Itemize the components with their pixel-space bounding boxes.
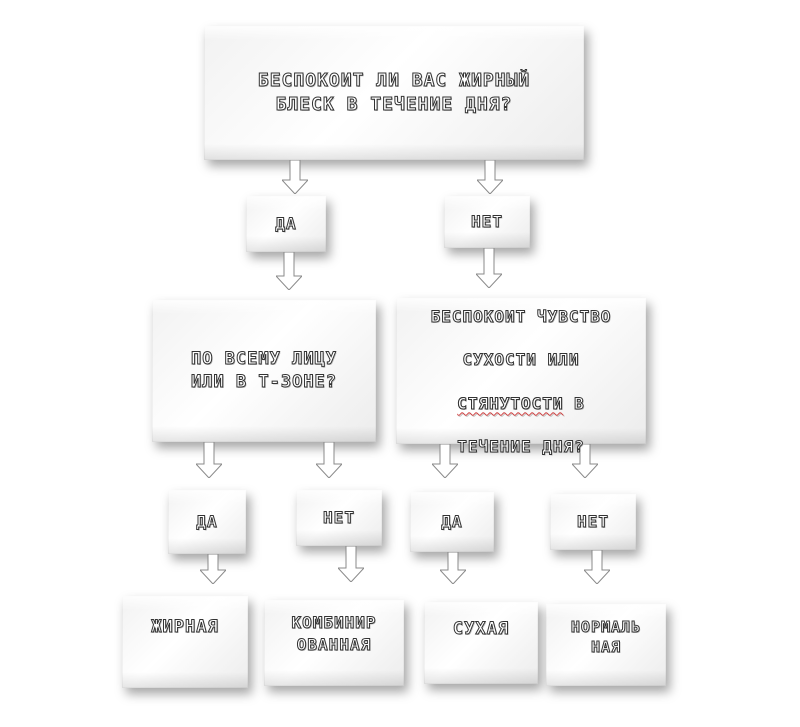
arrow-down-icon	[282, 160, 308, 194]
answer-no-oily-text: НЕТ	[471, 212, 503, 232]
arrow-down-icon	[338, 546, 364, 582]
result-dry-skin: СУХАЯ	[424, 602, 538, 684]
question-dryness-text: БЕСПОКОИТ ЧУВСТВО СУХОСТИ ИЛИ СТЯНУТОСТИ…	[430, 285, 612, 458]
answer-yes-zone-text: ДА	[196, 512, 218, 532]
arrow-down-icon	[432, 444, 458, 478]
answer-yes-zone: ДА	[168, 490, 246, 554]
arrow-down-icon	[316, 442, 342, 478]
arrow-down-icon	[200, 554, 226, 584]
question-dryness-line1: БЕСПОКОИТ ЧУВСТВО	[430, 307, 612, 327]
question-oily-shine: БЕСПОКОИТ ЛИ ВАС ЖИРНЫЙ БЛЕСК В ТЕЧЕНИЕ …	[204, 26, 584, 160]
arrow-down-icon	[572, 444, 598, 478]
arrow-down-icon	[440, 552, 466, 584]
question-dryness: БЕСПОКОИТ ЧУВСТВО СУХОСТИ ИЛИ СТЯНУТОСТИ…	[396, 298, 646, 456]
answer-yes-oily-text: ДА	[275, 214, 297, 234]
result-normal-skin-text: НОРМАЛЬ НАЯ	[570, 617, 642, 656]
result-oily-skin-text: ЖИРНАЯ	[151, 616, 219, 637]
result-combination-skin-text: КОМБИНИР ОВАННАЯ	[291, 613, 377, 655]
answer-no-oily: НЕТ	[444, 196, 530, 248]
arrow-down-icon	[477, 160, 503, 194]
answer-yes-dryness-text: ДА	[441, 512, 463, 532]
arrow-down-icon	[584, 550, 610, 584]
arrow-down-icon	[276, 252, 302, 290]
question-dryness-line2: СУХОСТИ ИЛИ	[462, 350, 580, 370]
result-dry-skin-text: СУХАЯ	[452, 618, 510, 639]
answer-yes-dryness: ДА	[410, 492, 494, 552]
result-normal-skin: НОРМАЛЬ НАЯ	[546, 604, 666, 686]
question-dryness-underlined-word: СТЯНУТОСТИ	[457, 393, 564, 413]
question-zone-text: ПО ВСЕМУ ЛИЦУ ИЛИ В Т-ЗОНЕ?	[190, 349, 338, 393]
result-combination-skin: КОМБИНИР ОВАННАЯ	[264, 600, 404, 686]
question-oily-shine-text: БЕСПОКОИТ ЛИ ВАС ЖИРНЫЙ БЛЕСК В ТЕЧЕНИЕ …	[257, 69, 531, 115]
question-dryness-line3-rest: В	[563, 393, 585, 413]
answer-no-zone-text: НЕТ	[323, 508, 355, 528]
answer-no-dryness: НЕТ	[550, 494, 636, 550]
answer-no-dryness-text: НЕТ	[577, 512, 609, 532]
answer-no-zone: НЕТ	[296, 490, 382, 546]
result-oily-skin: ЖИРНАЯ	[122, 596, 248, 688]
arrow-down-icon	[196, 442, 222, 478]
arrow-down-icon	[476, 248, 502, 288]
question-dryness-line4: ТЕЧЕНИЕ ДНЯ?	[457, 436, 585, 456]
question-zone: ПО ВСЕМУ ЛИЦУ ИЛИ В Т-ЗОНЕ?	[152, 300, 376, 442]
answer-yes-oily: ДА	[246, 196, 326, 252]
